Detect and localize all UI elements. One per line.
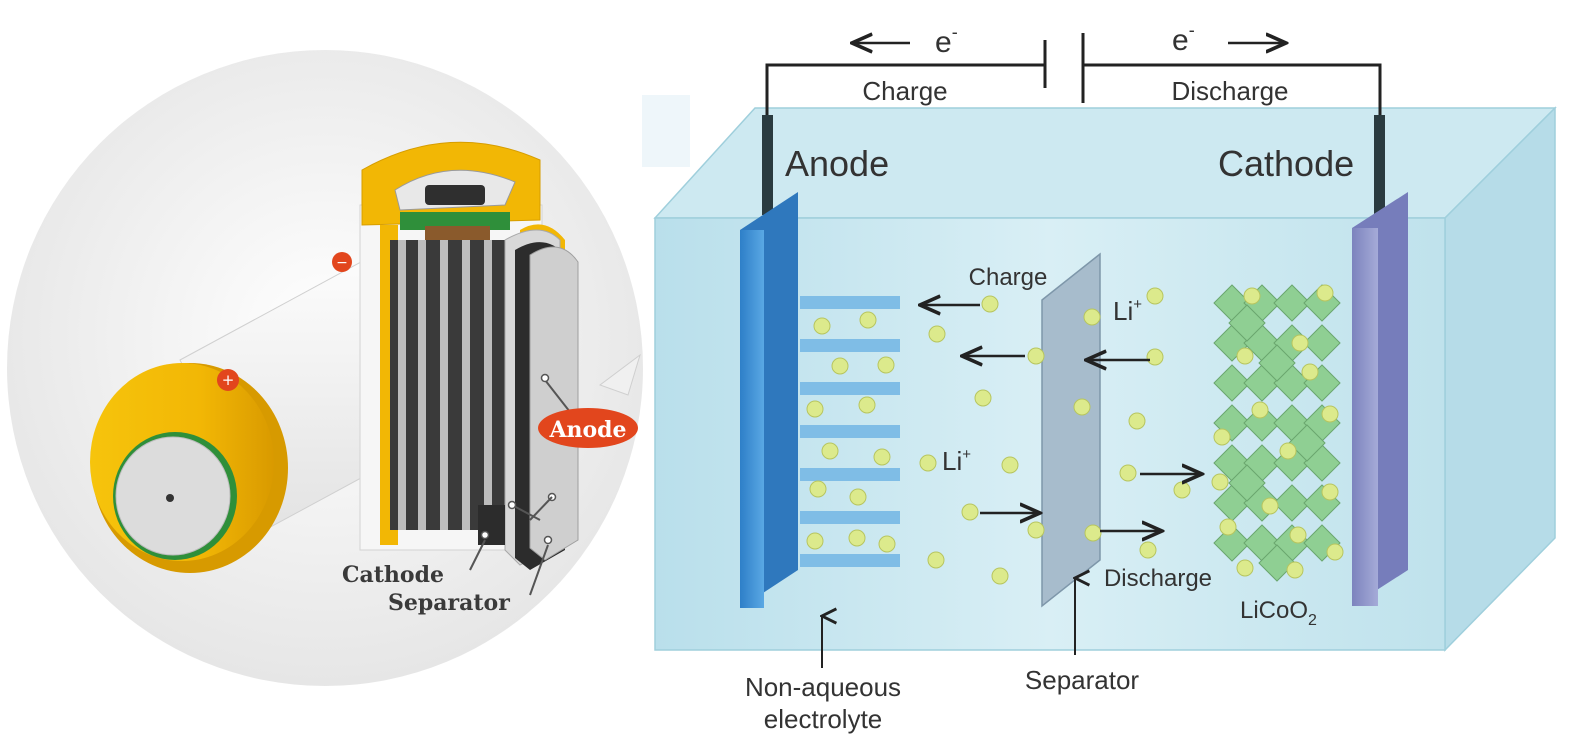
cathode-label: Cathode: [1218, 143, 1354, 184]
graphite-layers: [800, 296, 900, 567]
cylindrical-cell-illustration: + −: [7, 50, 643, 686]
ion-charge-label: Charge: [969, 264, 1048, 291]
electrolyte-label-line2: electrolyte: [764, 704, 883, 734]
left-cathode-label: Cathode: [342, 562, 444, 588]
callout-lines: [469, 379, 571, 596]
anode-plate: [740, 192, 798, 608]
separator-membrane: [1041, 252, 1101, 608]
circuit-charge-label: Charge: [862, 76, 947, 106]
negative-terminal-icon: [332, 252, 352, 272]
ion-discharge-label: Discharge: [1104, 565, 1212, 592]
separator-label: Separator: [1025, 665, 1140, 695]
positive-mark: +: [222, 371, 235, 389]
anode-badge: [538, 408, 638, 448]
negative-mark: −: [336, 255, 348, 271]
positive-terminal-icon: [217, 369, 239, 391]
circuit-discharge-label: Discharge: [1171, 76, 1288, 106]
cathode-plate: [1352, 192, 1408, 606]
ion-label-left: Li+: [942, 446, 971, 476]
left-separator-label: Separator: [388, 590, 510, 616]
cathode-lead: [1374, 115, 1385, 215]
upright-cut-cell: [359, 141, 579, 570]
licoo2-label: LiCoO2: [1240, 597, 1317, 629]
left-anode-label: Anode: [548, 417, 626, 443]
electron-label-left: e-: [935, 22, 958, 59]
electron-label-right: e-: [1172, 20, 1195, 57]
ion-flow-arrows: [920, 305, 1202, 531]
anode-lead: [762, 115, 773, 215]
li-ion-schematic: e- e- Charge Discharge Anode Cathode: [642, 20, 1557, 734]
anode-label: Anode: [785, 143, 889, 184]
ion-label-right: Li+: [1113, 296, 1142, 326]
pointer-tab: [598, 353, 641, 396]
lithium-ions: [806, 284, 1344, 585]
electrode-windings: [398, 240, 492, 530]
electrolyte-label-line1: Non-aqueous: [745, 672, 901, 702]
licoo2-crystals: [1213, 284, 1341, 582]
